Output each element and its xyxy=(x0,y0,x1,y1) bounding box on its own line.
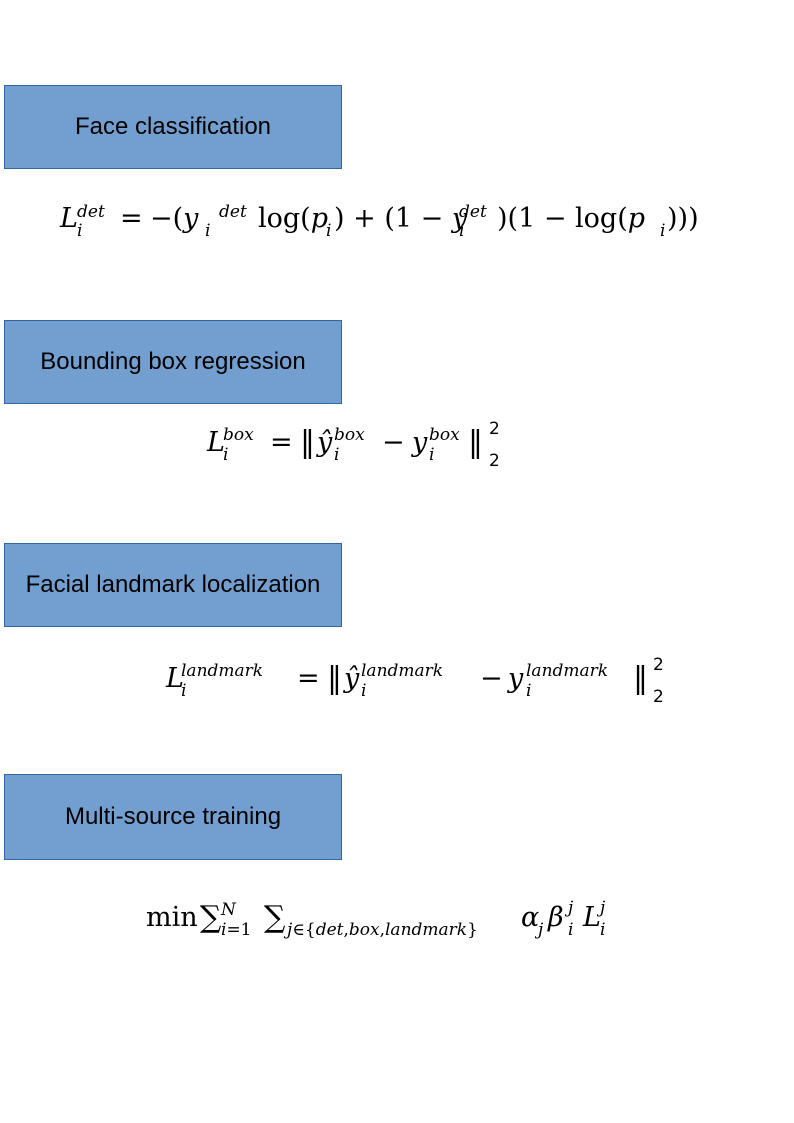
svg-text:L: L xyxy=(206,427,225,458)
svg-text:det: det xyxy=(77,202,105,222)
svg-text:‖: ‖ xyxy=(633,661,648,696)
svg-text:j∈{det,box,landmark}: j∈{det,box,landmark} xyxy=(283,920,478,940)
svg-text:i: i xyxy=(181,681,186,701)
svg-text:landmark: landmark xyxy=(181,661,263,681)
face-classification-label: Face classification xyxy=(74,113,272,140)
svg-text:det: det xyxy=(219,202,247,222)
svg-text:−(y: −(y xyxy=(150,203,199,234)
svg-text:det: det xyxy=(459,202,487,222)
svg-text:i: i xyxy=(660,221,665,241)
svg-text:landmark: landmark xyxy=(361,661,443,681)
facial-landmark-localization-formula: L landmark i = ‖ ŷ landmark i − y landma… xyxy=(0,652,794,707)
svg-text:i: i xyxy=(600,920,605,940)
svg-text:2: 2 xyxy=(653,655,664,675)
svg-text:−: − xyxy=(480,663,503,694)
svg-text:2: 2 xyxy=(653,687,664,707)
svg-text:i: i xyxy=(223,445,228,465)
svg-text:−: − xyxy=(382,427,405,458)
svg-text:β: β xyxy=(547,902,564,933)
svg-text:y: y xyxy=(411,427,428,458)
svg-text:=: = xyxy=(297,663,320,694)
landmark-loss-equation: L landmark i = ‖ ŷ landmark i − y landma… xyxy=(165,655,664,707)
svg-text:2: 2 xyxy=(489,419,500,439)
det-loss-equation: L det i = −(y det i log(p i ) + (1 − y d… xyxy=(59,202,699,241)
svg-text:α: α xyxy=(521,902,539,933)
svg-text:box: box xyxy=(334,425,365,445)
svg-text:L: L xyxy=(582,902,601,933)
svg-text:N: N xyxy=(220,900,237,920)
svg-text:=: = xyxy=(120,203,143,234)
svg-text:L: L xyxy=(59,203,78,234)
svg-text:)(1 − log(p: )(1 − log(p xyxy=(497,203,645,234)
svg-text:i: i xyxy=(361,681,366,701)
facial-landmark-localization-label: Facial landmark localization xyxy=(25,571,321,598)
multi-source-training-formula: min ∑ N i=1 ∑ j∈{det,box,landmark} α j β… xyxy=(0,896,794,946)
svg-text:i: i xyxy=(205,221,210,241)
facial-landmark-localization-box: Facial landmark localization xyxy=(4,543,342,627)
multi-source-equation: min ∑ N i=1 ∑ j∈{det,box,landmark} α j β… xyxy=(146,898,606,940)
svg-text:i: i xyxy=(77,221,82,241)
bounding-box-regression-formula: L box i = ‖ ŷ box i − y box i ‖ 2 2 xyxy=(0,418,794,471)
svg-text:‖: ‖ xyxy=(300,425,315,460)
svg-text:j: j xyxy=(564,898,574,918)
svg-text:∑: ∑ xyxy=(200,900,222,935)
face-classification-formula: L det i = −(y det i log(p i ) + (1 − y d… xyxy=(0,195,794,245)
svg-text:j: j xyxy=(596,898,606,918)
face-classification-box: Face classification xyxy=(4,85,342,169)
svg-text:) + (1 − y: ) + (1 − y xyxy=(334,203,468,234)
svg-text:ŷ: ŷ xyxy=(316,427,333,458)
svg-text:min: min xyxy=(146,902,198,933)
svg-text:i: i xyxy=(568,920,573,940)
svg-text:))): ))) xyxy=(667,203,699,234)
svg-text:i=1: i=1 xyxy=(221,920,252,940)
svg-text:j: j xyxy=(534,920,544,940)
svg-text:landmark: landmark xyxy=(526,661,608,681)
svg-text:box: box xyxy=(223,425,254,445)
svg-text:=: = xyxy=(270,427,293,458)
svg-text:y: y xyxy=(507,663,524,694)
bounding-box-regression-label: Bounding box regression xyxy=(40,348,306,375)
multi-source-training-box: Multi-source training xyxy=(4,774,342,860)
svg-text:i: i xyxy=(526,681,531,701)
svg-text:i: i xyxy=(326,221,331,241)
multi-source-training-label: Multi-source training xyxy=(64,803,282,830)
svg-text:2: 2 xyxy=(489,451,500,471)
svg-text:log(p: log(p xyxy=(258,203,328,234)
bounding-box-regression-box: Bounding box regression xyxy=(4,320,342,404)
svg-text:i: i xyxy=(429,445,434,465)
svg-text:i: i xyxy=(334,445,339,465)
svg-text:‖: ‖ xyxy=(468,425,483,460)
box-loss-equation: L box i = ‖ ŷ box i − y box i ‖ 2 2 xyxy=(206,419,500,471)
svg-text:‖: ‖ xyxy=(327,661,342,696)
svg-text:i: i xyxy=(459,221,464,241)
svg-text:L: L xyxy=(165,663,184,694)
svg-text:ŷ: ŷ xyxy=(343,663,360,694)
svg-text:∑: ∑ xyxy=(264,900,286,935)
svg-text:box: box xyxy=(429,425,460,445)
